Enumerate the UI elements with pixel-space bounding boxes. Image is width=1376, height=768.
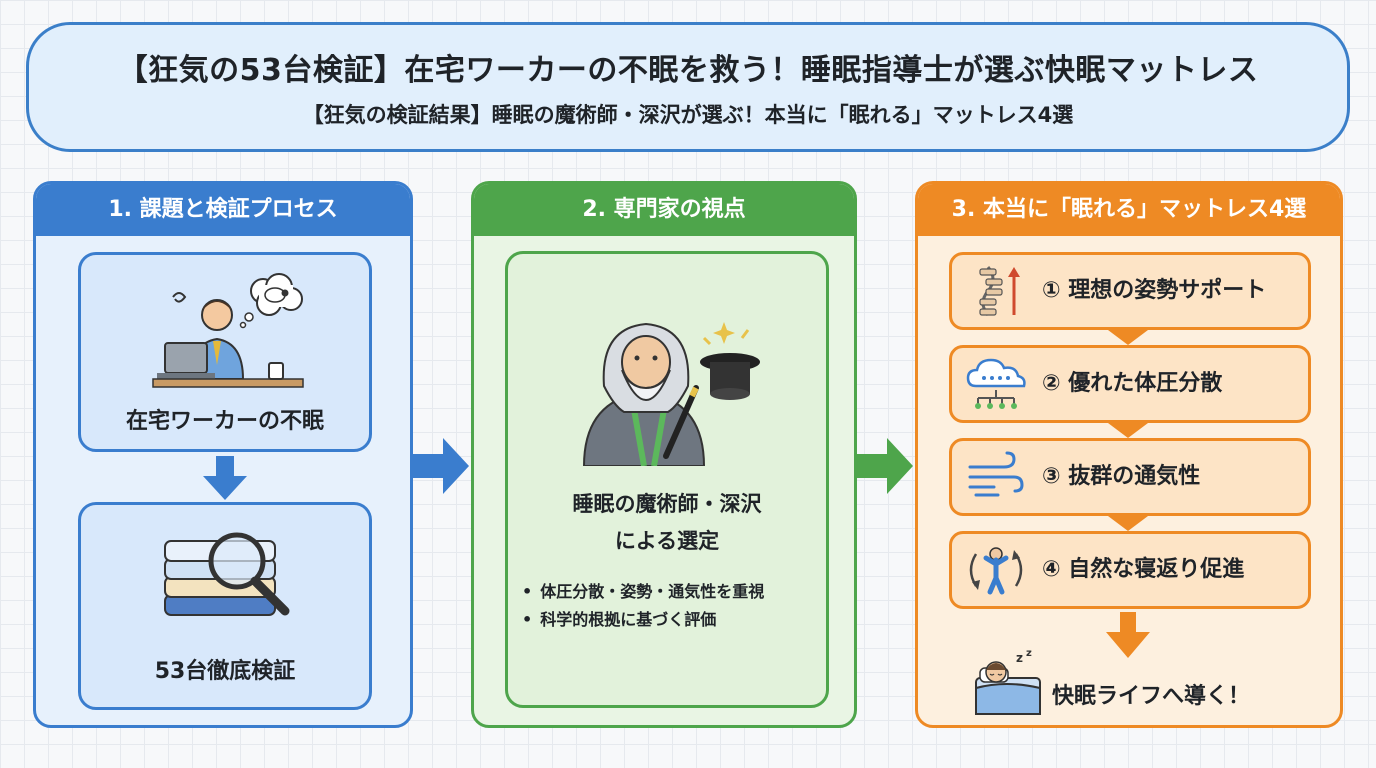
- selection-line2: による選定: [614, 529, 720, 553]
- arrow-down-icon: [1106, 612, 1150, 658]
- page-subtitle: 【狂気の検証結果】睡眠の魔術師・深沢が選ぶ！本当に「眠れる」マットレス4選: [302, 103, 1074, 127]
- feature-label: ④ 自然な寝返り促進: [1042, 557, 1245, 582]
- connector-triangle: [1108, 423, 1148, 438]
- wizard-icon: [582, 322, 760, 466]
- arrow-right-icon: [413, 438, 469, 494]
- svg-text:z: z: [1026, 650, 1032, 659]
- panel2-heading: 2. 専門家の視点: [474, 184, 854, 236]
- panel-problem-process: 1. 課題と検証プロセス 在: [33, 181, 413, 728]
- sleeping-person-icon: z z: [975, 650, 1041, 715]
- spine-icon: [979, 266, 1020, 316]
- card-insomnia: 在宅ワーカーの不眠: [78, 252, 372, 452]
- wind-icon: [968, 451, 1024, 497]
- header-banner: 【狂気の53台検証】在宅ワーカーの不眠を救う！睡眠指導士が選ぶ快眠マットレス 【…: [26, 22, 1350, 152]
- card1-label: 在宅ワーカーの不眠: [125, 409, 324, 434]
- arrow-right-icon: [857, 438, 913, 494]
- arrow-down-icon: [203, 456, 247, 500]
- rolling-person-icon: [969, 547, 1023, 595]
- card-verification: 53台徹底検証: [78, 502, 372, 710]
- cloud-pressure-icon: [966, 358, 1026, 409]
- criteria-item: •体圧分散・姿勢・通気性を重視: [522, 582, 765, 601]
- feature-label: ③ 抜群の通気性: [1042, 464, 1201, 489]
- selection-text: 睡眠の魔術師・深沢 による選定: [508, 486, 826, 560]
- final-message: 快眠ライフへ導く！: [1052, 684, 1251, 709]
- feature-natural-rollover: ④ 自然な寝返り促進: [949, 531, 1311, 609]
- panel3-heading: 3. 本当に「眠れる」マットレス4選: [918, 184, 1340, 236]
- page-title: 【狂気の53台検証】在宅ワーカーの不眠を救う！睡眠指導士が選ぶ快眠マットレス: [117, 53, 1259, 88]
- panel-expert-view: 2. 専門家の視点 睡眠の魔術師・深沢: [471, 181, 857, 728]
- criteria-item: •科学的根拠に基づく評価: [522, 610, 717, 629]
- connector-triangle: [1108, 516, 1148, 531]
- feature-breathability: ③ 抜群の通気性: [949, 438, 1311, 516]
- card2-label: 53台徹底検証: [154, 659, 296, 684]
- feature-label: ② 優れた体圧分散: [1042, 371, 1223, 396]
- connector-triangle: [1108, 330, 1148, 345]
- mattress-magnifier-icon: [164, 532, 290, 616]
- feature-posture-support: ① 理想の姿勢サポート: [949, 252, 1311, 330]
- panel-top4-mattresses: 3. 本当に「眠れる」マットレス4選 ① 理想の姿勢サポート: [915, 181, 1343, 728]
- svg-text:z: z: [1016, 651, 1023, 665]
- card-expert-selection: 睡眠の魔術師・深沢 による選定 •体圧分散・姿勢・通気性を重視 •科学的根拠に基…: [505, 251, 829, 708]
- panel1-heading: 1. 課題と検証プロセス: [36, 184, 410, 236]
- criteria-list: •体圧分散・姿勢・通気性を重視 •科学的根拠に基づく評価: [522, 578, 820, 634]
- selection-line1: 睡眠の魔術師・深沢: [572, 492, 762, 516]
- tired-worker-icon: [152, 273, 304, 388]
- feature-pressure-distribution: ② 優れた体圧分散: [949, 345, 1311, 423]
- feature-label: ① 理想の姿勢サポート: [1042, 278, 1267, 303]
